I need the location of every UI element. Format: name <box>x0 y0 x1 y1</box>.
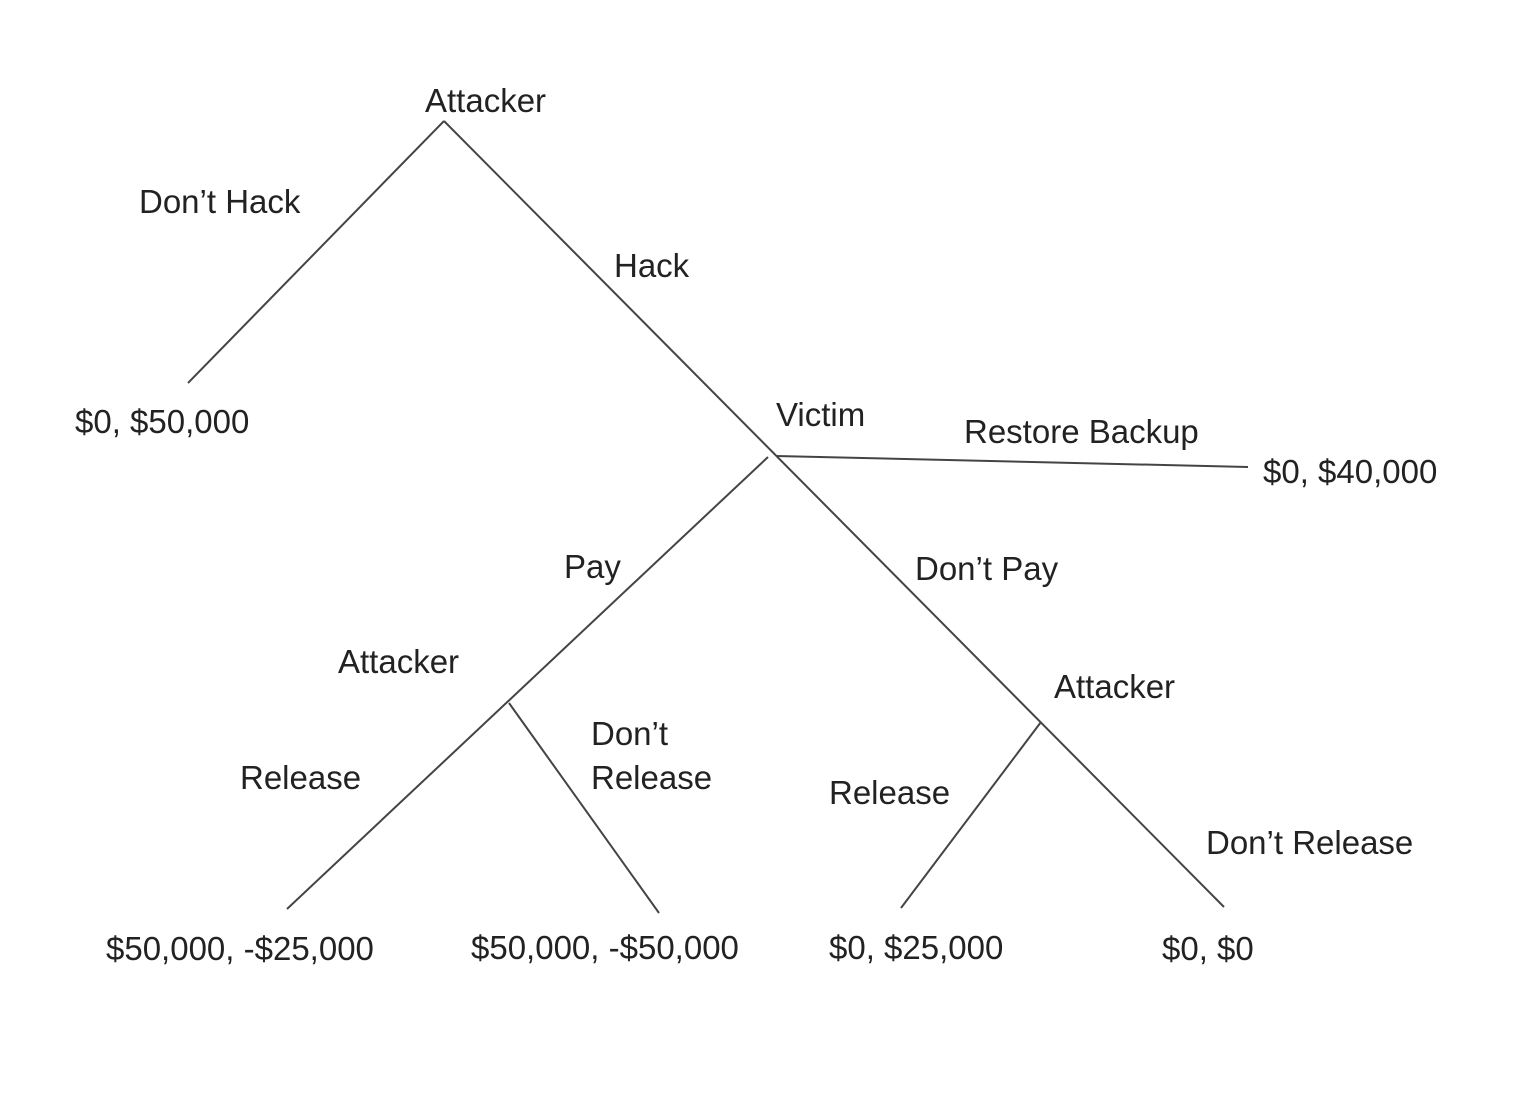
edge-pay-dont-release <box>508 702 660 914</box>
payoff-pay-release: $50,000, -$25,000 <box>106 930 374 967</box>
payoff-dont-pay-release: $0, $25,000 <box>829 929 1004 966</box>
node-attacker-after-pay: Attacker <box>338 643 460 680</box>
node-victim: Victim <box>776 396 866 433</box>
node-attacker-after-dont-pay: Attacker <box>1054 668 1176 705</box>
action-release-after-pay: Release <box>240 759 362 796</box>
payoff-dont-pay-dont-release: $0, $0 <box>1162 930 1254 967</box>
action-dont-pay: Don’t Pay <box>915 550 1059 587</box>
payoff-pay-dont-release: $50,000, -$50,000 <box>471 929 739 966</box>
action-pay: Pay <box>564 548 621 585</box>
edge-dont-hack <box>187 120 445 384</box>
action-dont-release-after-dont-pay: Don’t Release <box>1206 824 1414 861</box>
edge-hack-dont-pay-dont-release <box>443 120 1225 908</box>
action-release-after-dont-pay: Release <box>829 774 951 811</box>
action-dont-release-after-pay-line2: Release <box>591 759 713 796</box>
edge-restore-backup <box>775 455 1249 468</box>
payoff-restore-backup: $0, $40,000 <box>1263 453 1438 490</box>
edge-dont-pay-release <box>900 721 1042 909</box>
payoff-dont-hack: $0, $50,000 <box>75 403 250 440</box>
node-root-attacker: Attacker <box>425 82 547 119</box>
action-dont-release-after-pay-line1: Don’t <box>591 715 669 752</box>
action-restore-backup: Restore Backup <box>964 413 1199 450</box>
edge-pay-release <box>286 456 769 910</box>
action-dont-hack: Don’t Hack <box>139 183 301 220</box>
action-hack: Hack <box>614 247 690 284</box>
